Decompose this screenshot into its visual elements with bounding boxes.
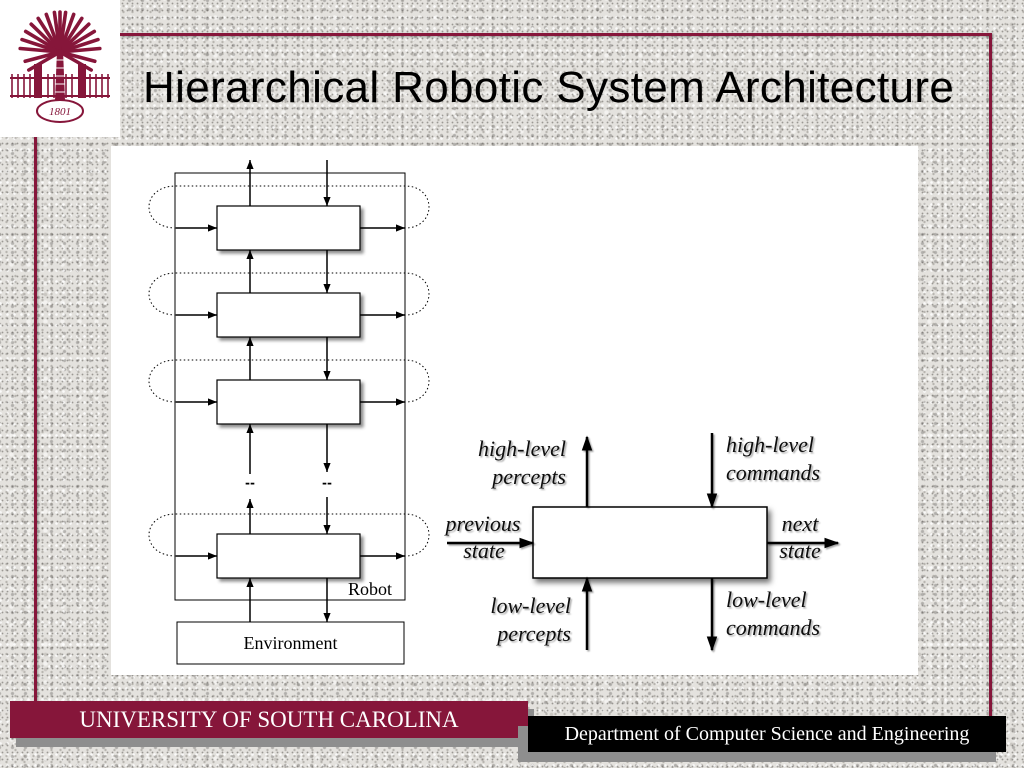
logo-year: 1801 xyxy=(49,106,71,118)
state-diagram-arrows xyxy=(447,433,840,652)
layer-box-4 xyxy=(216,533,361,579)
feedback-loops xyxy=(148,185,430,557)
robot-label: Robot xyxy=(348,579,392,599)
gate-post-left xyxy=(34,64,42,98)
layer-input-arrows xyxy=(176,224,217,560)
frame-top-line xyxy=(120,33,992,36)
layer-box-1 xyxy=(216,205,361,251)
palmetto-trunk xyxy=(55,50,65,100)
high-level-commands-label-line2: commands xyxy=(726,460,820,485)
layer-state-diagram: high-level percepts high-level commands … xyxy=(444,432,840,652)
feedback-loop-layer-3 xyxy=(148,359,430,403)
architecture-figure-canvas: -- -- Robot Environment high-level perce… xyxy=(148,160,840,665)
next-state-label-line1: next xyxy=(782,511,820,536)
high-level-percepts-label-line1: high-level xyxy=(478,436,566,461)
previous-state-label-line1: previous xyxy=(444,511,521,536)
university-name: UNIVERSITY OF SOUTH CAROLINA xyxy=(79,707,459,732)
feedback-loop-layer-2 xyxy=(148,272,430,316)
layered-architecture-diagram: -- -- Robot Environment xyxy=(148,160,430,665)
department-name: Department of Computer Science and Engin… xyxy=(564,723,970,745)
layer-box-2 xyxy=(216,292,361,338)
state-diagram-labels: high-level percepts high-level commands … xyxy=(444,432,821,646)
university-logo: 1801 xyxy=(0,0,120,137)
layer-box-3 xyxy=(216,379,361,425)
architecture-figure: -- -- Robot Environment high-level perce… xyxy=(111,146,918,675)
university-banner: UNIVERSITY OF SOUTH CAROLINA xyxy=(10,701,528,738)
layer-boxes xyxy=(216,205,361,579)
low-level-percepts-label-line1: low-level xyxy=(490,593,571,618)
environment-label: Environment xyxy=(244,633,338,653)
ellipsis-mark-right: -- xyxy=(322,476,332,490)
fence-pickets xyxy=(11,74,109,98)
department-banner: Department of Computer Science and Engin… xyxy=(528,716,1006,752)
low-level-commands-label-line1: low-level xyxy=(726,587,807,612)
next-state-label-line2: state xyxy=(779,538,821,563)
low-level-percepts-label-line2: percepts xyxy=(495,621,571,646)
year-oval xyxy=(36,99,84,123)
gate-post-right xyxy=(78,64,86,98)
frond xyxy=(18,46,62,54)
palmetto-tree-icon: 1801 xyxy=(10,10,110,123)
palmetto-fronds xyxy=(18,10,102,72)
feedback-loop-layer-1 xyxy=(148,185,430,229)
page-title: Hierarchical Robotic System Architecture xyxy=(143,63,955,112)
frame-right-line xyxy=(989,33,992,717)
high-level-percepts-label-line2: percepts xyxy=(490,464,566,489)
trunk-notches xyxy=(55,59,65,93)
previous-state-label-line2: state xyxy=(463,538,505,563)
high-level-commands-label-line1: high-level xyxy=(726,432,814,457)
ellipsis-mark-left: -- xyxy=(245,476,255,490)
layer-output-arrows xyxy=(360,224,405,560)
low-level-commands-label-line2: commands xyxy=(726,615,820,640)
frame-left-line xyxy=(34,137,37,703)
feedback-loop-layer-4 xyxy=(148,513,430,557)
robot-boundary xyxy=(174,172,406,601)
layer-state-box xyxy=(532,506,768,579)
environment-box xyxy=(176,621,405,665)
